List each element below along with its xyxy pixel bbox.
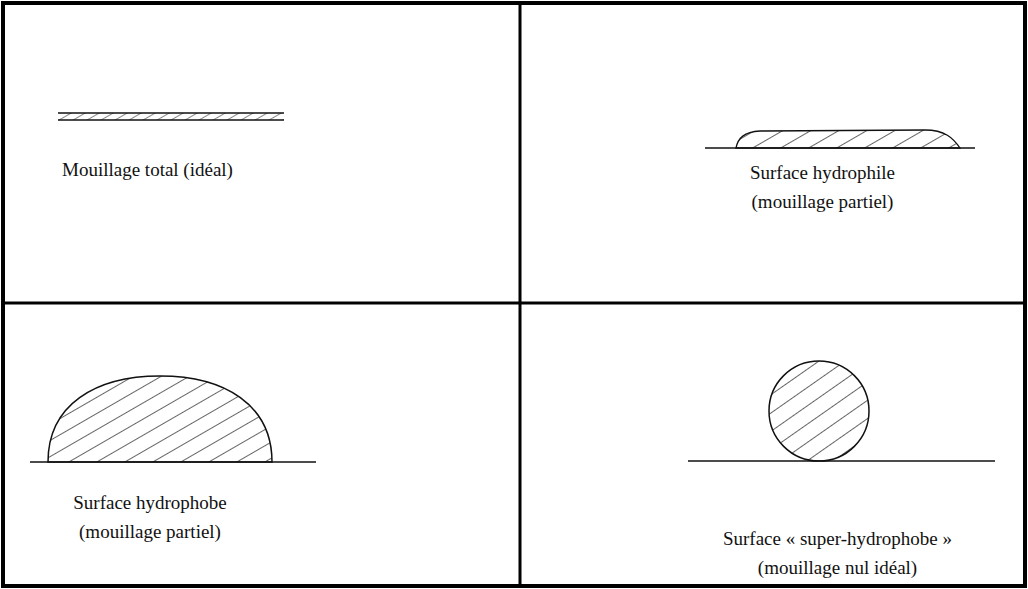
cell-caption: Surface hydrophobe (mouillage partiel): [35, 488, 265, 546]
liquid-film: [58, 113, 284, 120]
table-border: [3, 3, 1025, 586]
cell-caption: Surface hydrophile (mouillage partiel): [720, 158, 925, 216]
spherical-droplet: [688, 361, 995, 461]
cell-caption: Mouillage total (idéal): [40, 155, 340, 184]
cell-divider: [519, 3, 522, 586]
cell-caption: Surface « super-hydrophobe » (mouillage …: [695, 524, 980, 582]
dome-droplet: [30, 376, 316, 462]
cell-divider: [3, 302, 1025, 305]
flat-droplet: [705, 130, 975, 148]
